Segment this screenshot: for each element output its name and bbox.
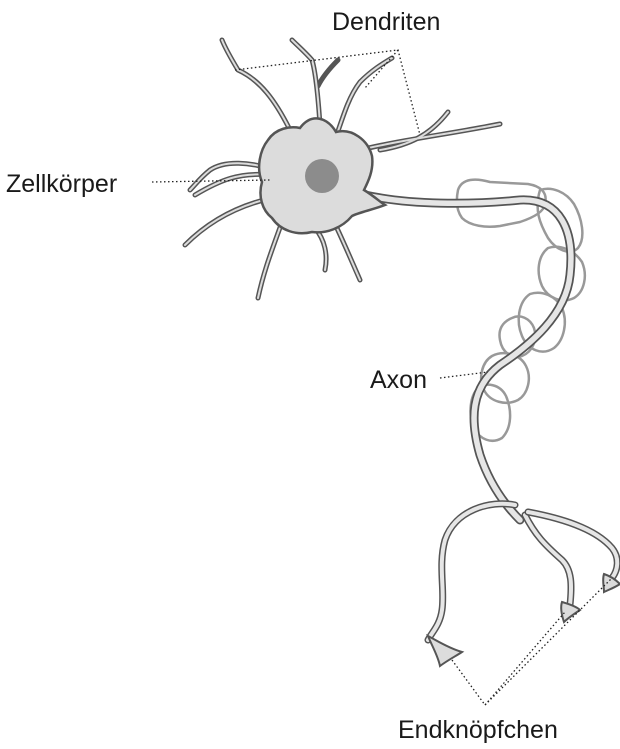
- dendrite: [318, 60, 338, 86]
- dendrite: [185, 198, 272, 245]
- terminal-button-left: [428, 636, 462, 666]
- terminal-button-right: [603, 574, 620, 592]
- nucleus: [305, 159, 339, 193]
- label-cell-body: Zellkörper: [6, 170, 117, 198]
- cell-body-leader: [152, 180, 270, 182]
- terminal-branch-left-fill: [428, 504, 515, 640]
- terminals-leader-branch: [485, 578, 612, 705]
- axon-shaft-fill: [365, 195, 571, 520]
- label-axon: Axon: [370, 366, 427, 394]
- label-dendrites: Dendriten: [332, 8, 440, 36]
- axon-terminals: [428, 504, 620, 666]
- axon-shaft: [365, 195, 571, 520]
- axon: [365, 195, 571, 520]
- dendrite: [335, 58, 392, 140]
- dendrites-leader-branch: [365, 50, 398, 88]
- dendrite: [222, 40, 290, 130]
- label-terminals: Endknöpfchen: [398, 716, 558, 744]
- terminal-branch-middle-fill: [525, 515, 571, 605]
- terminals-leader: [452, 612, 565, 705]
